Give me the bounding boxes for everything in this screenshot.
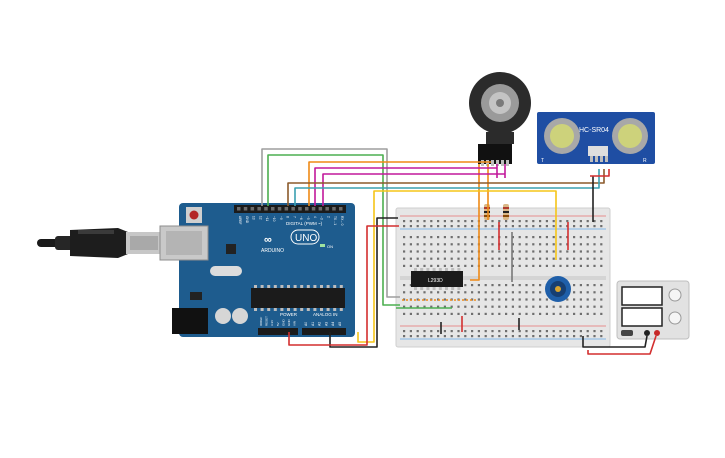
wire-black	[329, 217, 398, 348]
arduino-infinity-logo: ∞	[264, 234, 272, 246]
digital-header[interactable]	[234, 205, 346, 213]
analog-pin-label: A4	[331, 322, 335, 326]
arduino-maker: ARDUINO	[261, 248, 284, 254]
digital-pin-label: 7	[292, 216, 296, 218]
sensor-receiver-mark: R	[643, 158, 647, 164]
power-header[interactable]	[258, 328, 298, 335]
wire-orange	[470, 164, 480, 281]
wire-red	[590, 169, 610, 177]
digital-label: DIGITAL (PWM ~)	[286, 221, 323, 226]
wire-orange	[308, 161, 491, 206]
resistor	[503, 204, 509, 220]
uno-brand: UNO	[295, 233, 317, 244]
dc-motor-encoder[interactable]	[469, 72, 531, 166]
power-pin-label: GND	[281, 319, 285, 327]
power-pin-label: VIN	[293, 321, 297, 326]
digital-pin-label: 8	[286, 216, 290, 218]
analog-header[interactable]	[302, 328, 346, 335]
wire-red	[587, 335, 657, 355]
wire-gray	[261, 148, 400, 298]
sensor-trigger-mark: T	[541, 158, 544, 164]
l293d-label: L293D	[428, 278, 443, 284]
digital-pin-label: ~10	[272, 216, 276, 222]
ultrasonic-sensor-hc-sr04[interactable]: HC-SR04 T R	[537, 112, 655, 164]
analog-pin-label: A5	[338, 322, 342, 326]
potentiometer[interactable]	[545, 276, 571, 302]
usb-cable[interactable]	[37, 228, 162, 258]
wire-magenta	[322, 173, 505, 206]
resistor	[484, 204, 490, 220]
atmega-chip	[251, 288, 345, 308]
digital-pin-label: 2	[326, 216, 330, 218]
wire-yellow	[357, 190, 557, 343]
analog-pin-label: A1	[311, 322, 315, 326]
power-pin-label: 3.3V	[270, 320, 274, 326]
digital-pin-label: ~9	[279, 216, 283, 220]
l293d-chip[interactable]: L293D	[411, 268, 463, 290]
wire-black	[582, 335, 648, 348]
wires[interactable]	[261, 148, 657, 355]
dc-power-supply[interactable]	[616, 280, 690, 340]
digital-pin-label: 4	[313, 216, 317, 218]
digital-pin-label: AREF	[238, 216, 242, 225]
digital-pin-label: ~5	[306, 216, 310, 220]
analog-pin-label: A0	[304, 322, 308, 326]
wire-magenta	[314, 167, 497, 206]
wire-green	[267, 154, 400, 306]
analog-label: ANALOG IN	[313, 312, 338, 317]
crystal-oscillator	[210, 266, 242, 276]
digital-pin-label: ~6	[299, 216, 303, 220]
wire-red	[288, 225, 399, 346]
power-pin-label: GND	[287, 319, 291, 327]
power-jack	[172, 308, 208, 334]
digital-pin-label: RX←0	[340, 216, 344, 226]
power-pin-label: IOREF	[259, 317, 263, 326]
power-label: POWER	[280, 312, 298, 317]
digital-pin-label: ~3	[320, 216, 324, 220]
digital-pin-label: 12	[258, 216, 262, 220]
digital-pin-label: GND	[245, 216, 249, 224]
power-pin-label: 5V	[276, 322, 280, 326]
digital-pin-label: 13	[252, 216, 256, 220]
analog-pin-label: A3	[324, 322, 328, 326]
sensor-label: HC-SR04	[579, 127, 609, 134]
power-pin-label: RESET	[265, 316, 269, 326]
analog-pin-label: A2	[318, 322, 322, 326]
on-led-label: ON	[327, 244, 333, 249]
wire-teal	[294, 169, 600, 206]
digital-pin-label: ~11	[265, 216, 269, 221]
digital-pin-label: TX→1	[333, 216, 337, 225]
